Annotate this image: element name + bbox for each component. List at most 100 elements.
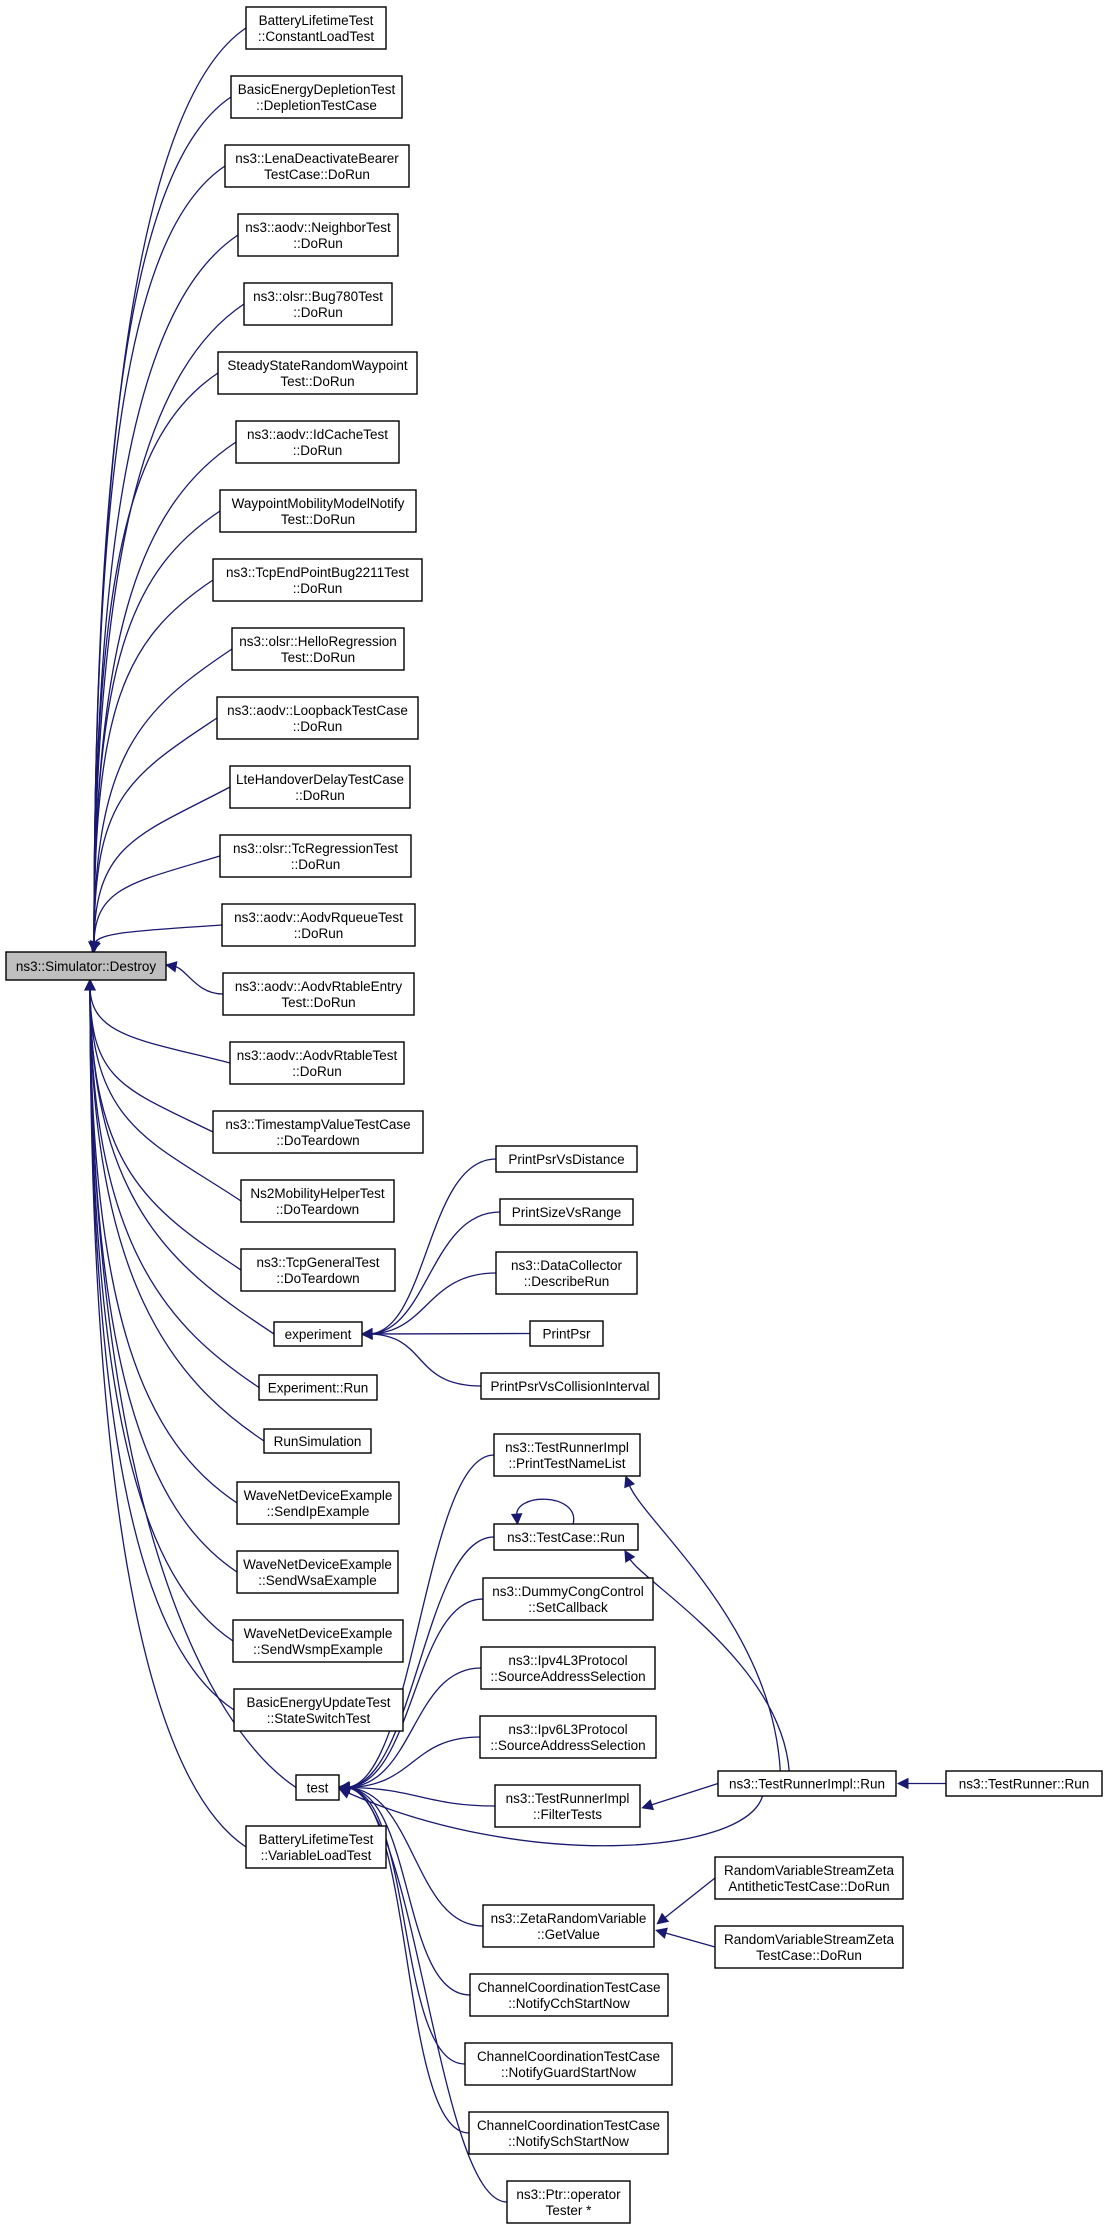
- arrowhead-z2-to-t7: [655, 1927, 668, 1939]
- edge-t4-to-test: [344, 1667, 482, 1789]
- node-label: ChannelCoordinationTestCase: [477, 2049, 660, 2064]
- edge-n9-to-destroy: [93, 579, 214, 947]
- node-n24[interactable]: WaveNetDeviceExample::SendWsaExample: [236, 1550, 399, 1594]
- node-label: ::DoRun: [294, 926, 344, 941]
- node-test[interactable]: test: [295, 1774, 340, 1801]
- node-t7[interactable]: ns3::ZetaRandomVariable::GetValue: [482, 1904, 655, 1948]
- node-box: [240, 1248, 396, 1292]
- node-n9[interactable]: ns3::TcpEndPointBug2211Test::DoRun: [212, 558, 423, 602]
- node-n23[interactable]: WaveNetDeviceExample::SendIpExample: [236, 1481, 400, 1525]
- node-n22[interactable]: RunSimulation: [263, 1428, 372, 1454]
- node-n26[interactable]: BasicEnergyUpdateTest::StateSwitchTest: [233, 1688, 404, 1732]
- node-n4[interactable]: ns3::aodv::NeighborTest::DoRun: [237, 213, 399, 257]
- node-box: [295, 1774, 340, 1801]
- node-n11[interactable]: ns3::aodv::LoopbackTestCase::DoRun: [216, 696, 419, 740]
- node-label: ns3::TcpEndPointBug2211Test: [226, 565, 409, 580]
- node-experiment[interactable]: experiment: [273, 1321, 363, 1347]
- node-label: TestCase::DoRun: [756, 1948, 862, 1963]
- node-n21[interactable]: Experiment::Run: [258, 1374, 378, 1401]
- node-n16[interactable]: ns3::aodv::AodvRtableTest::DoRun: [229, 1041, 405, 1085]
- node-label: BatteryLifetimeTest: [259, 13, 374, 28]
- node-e5[interactable]: PrintPsrVsCollisionInterval: [480, 1372, 660, 1400]
- node-n5[interactable]: ns3::olsr::Bug780Test::DoRun: [243, 282, 393, 326]
- node-n7[interactable]: ns3::aodv::IdCacheTest::DoRun: [235, 420, 400, 464]
- node-n19[interactable]: ns3::TcpGeneralTest::DoTeardown: [240, 1248, 396, 1292]
- edge-t2-to-test: [344, 1536, 495, 1789]
- edge-n16-to-destroy: [89, 985, 231, 1064]
- edge-run-to-test: [344, 1790, 764, 1847]
- node-t9[interactable]: ChannelCoordinationTestCase::NotifyGuard…: [464, 2042, 673, 2086]
- edge-n28-to-destroy: [89, 985, 247, 1848]
- edge-z1-to-t7: [661, 1877, 716, 1921]
- node-e4[interactable]: PrintPsr: [529, 1320, 604, 1347]
- node-label: Experiment::Run: [268, 1381, 369, 1396]
- edge-t7-to-test: [344, 1786, 484, 1927]
- node-label: TestCase::DoRun: [264, 167, 370, 182]
- node-label: RunSimulation: [274, 1434, 362, 1449]
- node-label: ::SourceAddressSelection: [490, 1669, 645, 1684]
- node-e3[interactable]: ns3::DataCollector::DescribeRun: [495, 1251, 638, 1295]
- node-box: [230, 75, 403, 119]
- node-label: test: [307, 1781, 329, 1796]
- node-box: [493, 1433, 641, 1477]
- node-e2[interactable]: PrintSizeVsRange: [499, 1198, 634, 1226]
- node-z1[interactable]: RandomVariableStreamZetaAntitheticTestCa…: [714, 1856, 904, 1900]
- node-n17[interactable]: ns3::TimestampValueTestCase::DoTeardown: [212, 1110, 424, 1154]
- node-n12[interactable]: LteHandoverDelayTestCase::DoRun: [229, 765, 411, 809]
- node-box: [217, 351, 418, 395]
- edge-n14-to-destroy: [93, 924, 223, 947]
- node-label: PrintPsr: [542, 1327, 591, 1342]
- node-e1[interactable]: PrintPsrVsDistance: [495, 1145, 638, 1173]
- node-label: Test::DoRun: [280, 374, 354, 389]
- node-box: [219, 489, 417, 533]
- node-label: ns3::aodv::AodvRtableEntry: [235, 979, 403, 994]
- edges-layer: [84, 27, 946, 2203]
- node-run[interactable]: ns3::TestRunnerImpl::Run: [717, 1770, 897, 1797]
- node-t4[interactable]: ns3::Ipv4L3Protocol::SourceAddressSelect…: [480, 1646, 656, 1690]
- node-label: ns3::TcpGeneralTest: [256, 1255, 379, 1270]
- edge-e5-to-experiment: [367, 1333, 482, 1387]
- node-label: ns3::olsr::Bug780Test: [253, 289, 383, 304]
- node-box: [245, 1825, 387, 1869]
- node-t10[interactable]: ChannelCoordinationTestCase::NotifySchSt…: [468, 2111, 669, 2155]
- node-t6[interactable]: ns3::TestRunnerImpl::FilterTests: [494, 1784, 641, 1828]
- node-t3[interactable]: ns3::DummyCongControl::SetCallback: [482, 1577, 654, 1621]
- node-n25[interactable]: WaveNetDeviceExample::SendWsmpExample: [232, 1619, 404, 1663]
- node-n2[interactable]: BasicEnergyDepletionTest::DepletionTestC…: [230, 75, 403, 119]
- edge-test-to-destroy: [89, 985, 297, 1789]
- node-n28[interactable]: BatteryLifetimeTest::VariableLoadTest: [245, 1825, 387, 1869]
- node-box: [222, 972, 415, 1016]
- node-label: ::StateSwitchTest: [267, 1711, 371, 1726]
- node-box: [482, 1577, 654, 1621]
- node-n14[interactable]: ns3::aodv::AodvRqueueTest::DoRun: [221, 903, 416, 947]
- edge-n23-to-destroy: [89, 985, 238, 1504]
- edge-e1-to-experiment: [367, 1158, 497, 1335]
- node-label: RandomVariableStreamZeta: [724, 1932, 895, 1947]
- edge-t8-to-test: [344, 1786, 471, 1996]
- node-box: [233, 1688, 404, 1732]
- node-n18[interactable]: Ns2MobilityHelperTest::DoTeardown: [240, 1179, 395, 1223]
- node-n13[interactable]: ns3::olsr::TcRegressionTest::DoRun: [219, 834, 412, 878]
- node-box: [232, 1619, 404, 1663]
- node-destroy[interactable]: ns3::Simulator::Destroy: [5, 951, 167, 981]
- node-n1[interactable]: BatteryLifetimeTest::ConstantLoadTest: [245, 6, 387, 50]
- edge-n17-to-destroy: [89, 985, 214, 1133]
- node-box: [245, 6, 387, 50]
- node-label: WaypointMobilityModelNotify: [232, 496, 405, 511]
- node-t5[interactable]: ns3::Ipv6L3Protocol::SourceAddressSelect…: [479, 1715, 657, 1759]
- node-t2[interactable]: ns3::TestCase::Run: [493, 1523, 639, 1551]
- node-label: PrintPsrVsCollisionInterval: [490, 1379, 649, 1394]
- node-t1[interactable]: ns3::TestRunnerImpl::PrintTestNameList: [493, 1433, 641, 1477]
- node-box: [717, 1770, 897, 1797]
- node-t8[interactable]: ChannelCoordinationTestCase::NotifyCchSt…: [469, 1973, 669, 2017]
- node-box: [273, 1321, 363, 1347]
- node-runner[interactable]: ns3::TestRunner::Run: [945, 1770, 1103, 1797]
- node-label: AntitheticTestCase::DoRun: [728, 1879, 889, 1894]
